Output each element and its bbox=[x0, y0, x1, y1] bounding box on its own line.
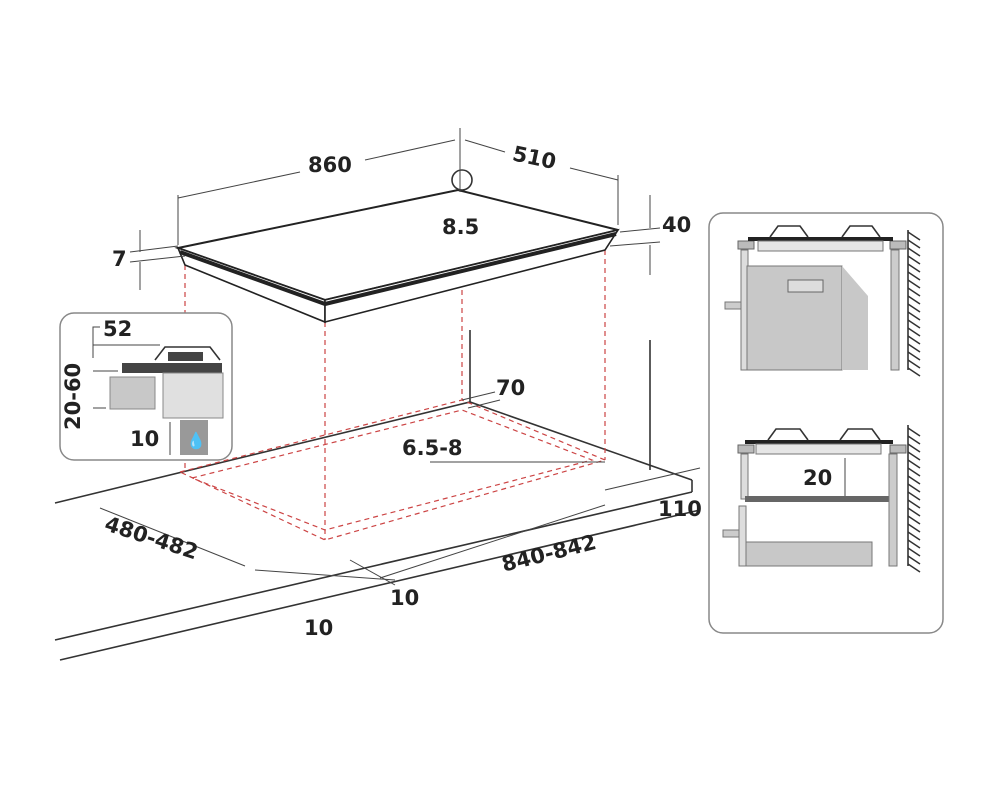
hatch-line bbox=[907, 295, 921, 305]
hatch-line bbox=[907, 319, 921, 329]
hob bbox=[174, 169, 620, 324]
front-margin-b-label: 10 bbox=[304, 616, 333, 640]
hatch-line bbox=[907, 467, 921, 477]
width-label: 860 bbox=[308, 153, 352, 177]
hatch-line bbox=[907, 507, 921, 517]
hatch-line bbox=[907, 539, 921, 549]
hatch-line bbox=[907, 491, 921, 501]
side-clearance-label: 110 bbox=[658, 497, 702, 521]
hatch-line bbox=[907, 515, 921, 525]
cutout-width-label: 840-842 bbox=[499, 530, 598, 577]
hatch-line bbox=[907, 359, 921, 369]
hatch-line bbox=[907, 351, 921, 361]
height-total-label: 40 bbox=[662, 213, 691, 237]
hatch-line bbox=[907, 499, 921, 509]
flame-icon: 💧 bbox=[186, 431, 206, 450]
hatch-line bbox=[907, 263, 921, 273]
hatch-line bbox=[907, 239, 921, 249]
hatch-line bbox=[907, 451, 921, 461]
hatch-line bbox=[907, 231, 921, 241]
gas-inlet-marker bbox=[451, 169, 473, 191]
hatch-line bbox=[907, 279, 921, 289]
hatch-line bbox=[907, 367, 921, 377]
hatch-line bbox=[907, 475, 921, 485]
hatch-line bbox=[907, 443, 921, 453]
hatch-line bbox=[907, 435, 921, 445]
hatch-line bbox=[907, 327, 921, 337]
plate-thickness-label: 7 bbox=[112, 247, 127, 271]
hatch-line bbox=[907, 531, 921, 541]
depth-label: 510 bbox=[510, 142, 558, 175]
hatch-line bbox=[907, 335, 921, 345]
hatch-line bbox=[907, 255, 921, 265]
hatch-line bbox=[907, 547, 921, 557]
cutout-depth-label: 480-482 bbox=[102, 512, 201, 565]
inset-range-label: 20-60 bbox=[61, 363, 85, 430]
dimension-lines bbox=[99, 128, 701, 586]
hatch-line bbox=[907, 287, 921, 297]
inset-gap-label: 20 bbox=[803, 466, 832, 490]
hatch-line bbox=[907, 303, 921, 313]
hatch-line bbox=[907, 427, 921, 437]
hatch-line bbox=[907, 271, 921, 281]
inset-top-offset-label: 52 bbox=[103, 317, 132, 341]
worktop bbox=[54, 330, 701, 661]
worktop-thickness-label: 6.5-8 bbox=[402, 436, 463, 460]
hatch-line bbox=[907, 555, 921, 565]
hatch-line bbox=[907, 247, 921, 257]
front-margin-a-label: 10 bbox=[390, 586, 419, 610]
right-inset: 20 bbox=[708, 212, 944, 634]
wall-hatching bbox=[907, 231, 921, 573]
gas-inlet-label: 8.5 bbox=[442, 215, 479, 239]
hatch-line bbox=[907, 343, 921, 353]
hatch-line bbox=[907, 311, 921, 321]
hatch-line bbox=[907, 523, 921, 533]
hatch-line bbox=[907, 459, 921, 469]
hatch-line bbox=[907, 563, 921, 573]
back-clearance-label: 70 bbox=[496, 376, 525, 400]
left-inset: 💧 52 20-60 10 bbox=[59, 312, 233, 461]
hatch-line bbox=[907, 483, 921, 493]
inset-bottom-gap-label: 10 bbox=[130, 427, 159, 451]
